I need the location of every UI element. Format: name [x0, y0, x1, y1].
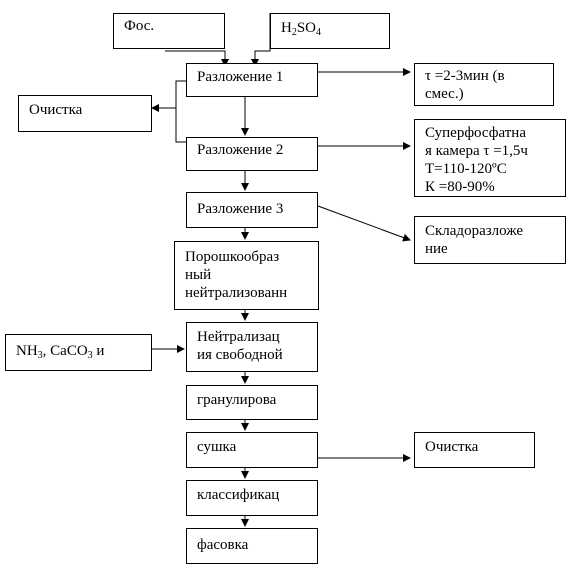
- superfosfat-box: Суперфосфатна я камера τ =1,5ч T=110-120…: [414, 119, 566, 197]
- ochistka-left-label: Очистка: [29, 102, 83, 118]
- fos-box: Фос.: [113, 13, 225, 49]
- arrow-razl3-to-sklad: [317, 205, 411, 242]
- razlozhenie-2-box: Разложение 2: [186, 137, 318, 171]
- poroshok-line-3: нейтрализованн: [185, 285, 288, 301]
- razlozhenie-1-box: Разложение 1: [186, 63, 318, 97]
- neitralizacia-line-2: ия свободной: [197, 347, 283, 363]
- razlozhenie-1-label: Разложение 1: [197, 69, 284, 85]
- granulirova-label: гранулирова: [197, 392, 277, 408]
- poroshok-line-2: ный: [185, 267, 212, 283]
- nh3-caco3-box: NH3, CaCO3 и: [5, 334, 152, 371]
- superfosfat-line-3: T=110-120ºC: [425, 161, 507, 177]
- neitralizacia-line-1: Нейтрализац: [197, 329, 280, 345]
- ochistka-left-box: Очистка: [18, 95, 152, 132]
- arrow-fos-to-razl1: [165, 50, 229, 67]
- tau-line-2: смес.): [425, 86, 464, 102]
- skladorazlozhenie-box: Складоразложе ние: [414, 216, 566, 264]
- tau-line-1: τ =2-3мин (в: [425, 68, 505, 84]
- klassifikac-box: классификац: [186, 480, 318, 516]
- poroshok-line-1: Порошкообраз: [185, 249, 280, 265]
- klassifikac-label: классификац: [197, 487, 280, 503]
- arrow-h2so4-to-razl1: [251, 13, 271, 67]
- neitralizacia-box: Нейтрализац ия свободной: [186, 322, 318, 372]
- ochistka-right-box: Очистка: [414, 432, 535, 468]
- sushka-box: сушка: [186, 432, 318, 468]
- poroshok-box: Порошкообраз ный нейтрализованн: [174, 241, 319, 310]
- razlozhenie-3-box: Разложение 3: [186, 192, 318, 228]
- superfosfat-line-2: я камера τ =1,5ч: [425, 143, 528, 159]
- skladorazlozhenie-line-1: Складоразложе: [425, 223, 524, 239]
- h2so4-box: H2SO4: [270, 13, 390, 49]
- skladorazlozhenie-line-2: ние: [425, 241, 448, 257]
- granulirova-box: гранулирова: [186, 385, 318, 420]
- fos-label: Фос.: [124, 18, 155, 34]
- fasovka-box: фасовка: [186, 528, 318, 564]
- ochistka-right-label: Очистка: [425, 439, 479, 455]
- razlozhenie-3-label: Разложение 3: [197, 201, 284, 217]
- nh3-caco3-label: NH3, CaCO3 и: [16, 343, 105, 361]
- superfosfat-line-1: Суперфосфатна: [425, 125, 526, 141]
- bracket-left: [175, 80, 186, 143]
- razlozhenie-2-label: Разложение 2: [197, 142, 284, 158]
- h2so4-label: H2SO4: [281, 20, 322, 38]
- sushka-label: сушка: [197, 439, 237, 455]
- fasovka-label: фасовка: [197, 537, 249, 553]
- superfosfat-line-4: К =80-90%: [425, 179, 495, 195]
- tau-box: τ =2-3мин (в смес.): [414, 63, 554, 106]
